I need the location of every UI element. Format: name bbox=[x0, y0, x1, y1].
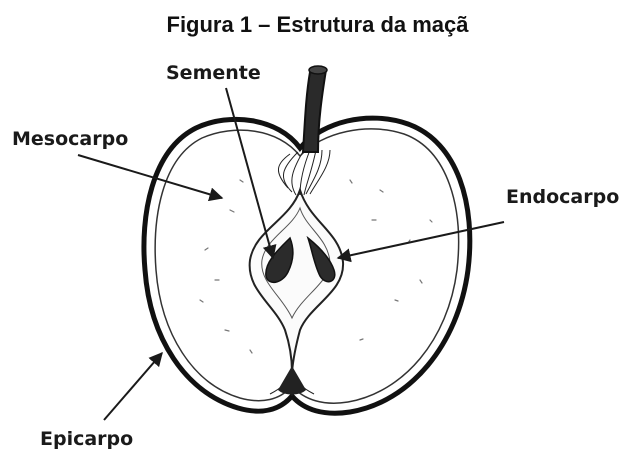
pointer-epicarpo bbox=[104, 353, 162, 420]
label-endocarpo: Endocarpo bbox=[506, 186, 619, 208]
label-semente: Semente bbox=[166, 62, 261, 84]
label-mesocarpo: Mesocarpo bbox=[12, 128, 128, 150]
stem-tip bbox=[309, 66, 327, 74]
label-epicarpo: Epicarpo bbox=[40, 428, 133, 450]
